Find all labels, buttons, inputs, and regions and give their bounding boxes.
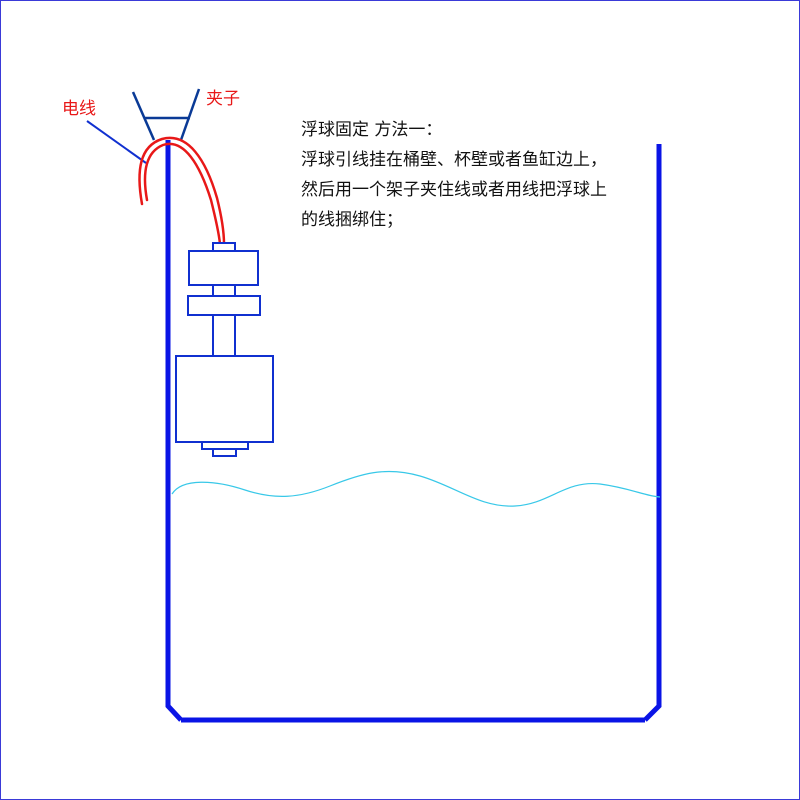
wire-strand-outer: [138, 136, 226, 246]
float-switch: [175, 242, 274, 457]
clip-left-arm: [131, 91, 156, 141]
float-stem: [212, 314, 236, 357]
description-line-1: 浮球固定 方法一：: [301, 120, 442, 140]
float-bottom-cap: [212, 448, 237, 457]
float-stopper-ring: [187, 295, 261, 316]
float-bottom-ring: [201, 441, 249, 450]
float-ball: [175, 355, 274, 443]
description-line-3: 然后用一个架子夹住线或者用线把浮球上: [301, 180, 607, 200]
clip-label: 夹子: [206, 89, 240, 109]
float-top-cap: [212, 242, 236, 252]
float-upper-block: [188, 250, 259, 286]
description-text: 浮球固定 方法一： 浮球引线挂在桶壁、杯壁或者鱼缸边上， 然后用一个架子夹住线或…: [301, 120, 607, 230]
description-line-4: 的线捆绑住；: [301, 210, 403, 230]
tank-left-wall: [165, 140, 183, 722]
water-surface-line: [171, 470, 661, 507]
wire-leader-line: [86, 120, 147, 164]
tank: [165, 140, 662, 723]
description-line-2: 浮球引线挂在桶壁、杯壁或者鱼缸边上，: [301, 149, 607, 170]
clip: [131, 88, 201, 141]
wire: [138, 136, 226, 246]
wire-strand-inner: [143, 142, 222, 246]
wire-label: 电线: [62, 99, 96, 119]
tank-right-wall: [643, 144, 662, 722]
float-stem-upper: [212, 284, 236, 297]
clip-right-arm: [179, 88, 201, 141]
